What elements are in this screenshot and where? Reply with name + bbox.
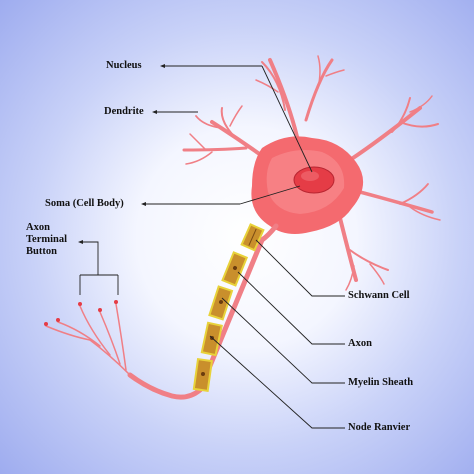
- axon-terminal-branches: [45, 303, 131, 376]
- label-node-ranvier: Node Ranvier: [348, 422, 411, 433]
- label-soma: Soma (Cell Body): [45, 198, 124, 209]
- label-axon: Axon: [348, 338, 372, 349]
- label-dendrite: Dendrite: [104, 106, 144, 117]
- label-axon-terminal-line1: Axon: [26, 222, 50, 233]
- label-schwann-cell: Schwann Cell: [348, 290, 410, 301]
- label-myelin-sheath: Myelin Sheath: [348, 377, 414, 388]
- leader-lines: [79, 65, 345, 429]
- label-axon-terminal-line3: Button: [26, 246, 57, 257]
- label-axon-terminal-line2: Terminal: [26, 234, 68, 245]
- axon-terminal-buttons: [44, 300, 118, 326]
- leader-arrowheads: [78, 64, 165, 244]
- myelin-sheath-segments: [192, 223, 265, 392]
- dendrite-branches: [182, 55, 441, 291]
- label-nucleus: Nucleus: [106, 60, 142, 71]
- axon-fiber: [127, 223, 279, 400]
